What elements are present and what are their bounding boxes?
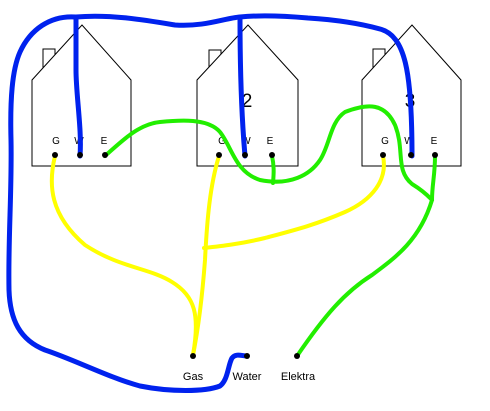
- house-1-terminal-g-label: G: [52, 136, 60, 147]
- house-3-terminal-w-label: W: [404, 136, 414, 147]
- gas-wire-to-house-3: [202, 154, 386, 250]
- gas-supply-dot: [190, 353, 196, 359]
- house-3-terminal-g-dot: [380, 152, 386, 158]
- gas-wire-to-house-2: [191, 154, 221, 357]
- house-1-terminal-g-dot: [52, 152, 58, 158]
- elektra-wire-to-house-2: [270, 154, 276, 185]
- gas-wire-to-house-1: [49, 154, 198, 357]
- house-1-terminal-e-label: E: [101, 136, 108, 147]
- house-3-terminal-e-dot: [432, 152, 438, 158]
- house-3-terminal-e-label: E: [431, 136, 438, 147]
- water-supply-dot: [244, 353, 250, 359]
- house-2-terminal-w-dot: [242, 152, 248, 158]
- house-2-terminal-e-label: E: [267, 136, 274, 147]
- house-3-terminal-g-label: G: [381, 136, 389, 147]
- water-supply-label: Water: [233, 371, 262, 383]
- house-3-terminal-w-dot: [408, 152, 414, 158]
- gas-supply-label: Gas: [183, 371, 204, 383]
- house-2-number: 2: [242, 91, 253, 112]
- elektra-wire-to-house-1: [103, 104, 434, 202]
- house-2-terminal-e-dot: [269, 152, 275, 158]
- elektra-supply-label: Elektra: [281, 371, 316, 383]
- elektra-wire-to-house-3: [295, 154, 437, 358]
- house-2: 2 G W E: [196, 24, 299, 167]
- water-wire-supply-loop: [6, 14, 250, 393]
- elektra-supply-dot: [294, 353, 300, 359]
- house-2-terminal-g-label: G: [218, 136, 226, 147]
- house-1-terminal-w-dot: [77, 152, 83, 158]
- water-wire-house-2: [237, 14, 248, 159]
- house-1-terminal-e-dot: [102, 152, 108, 158]
- house-2-terminal-g-dot: [216, 152, 222, 158]
- water-wire-network: [73, 13, 415, 159]
